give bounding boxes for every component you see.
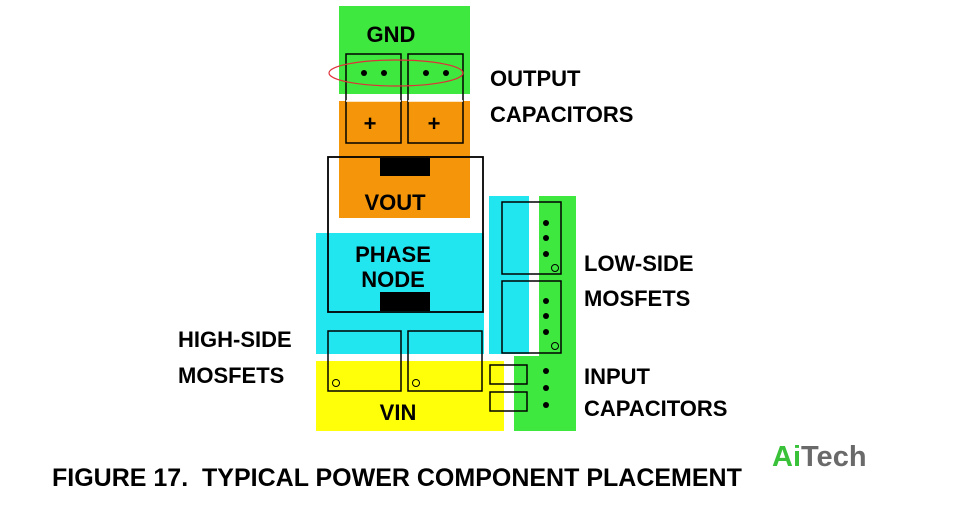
input-capacitor-2 [489,391,528,412]
vin-label: VIN [380,400,417,425]
high-side-mosfet-1 [327,330,402,392]
input-cap-pin [543,368,549,374]
vout-plane-top [339,101,470,156]
output-cap-1-positive-mark: + [364,111,377,136]
low-side-mosfet-pin [543,251,549,257]
output-cap-2-positive-mark: + [428,111,441,136]
output-capacitor-1 [345,53,402,144]
low-side-mosfet-pin [543,329,549,335]
low-side-mosfets-label-line2: MOSFETS [584,286,690,311]
input-capacitor-1 [489,364,528,385]
figure-caption: FIGURE 17. TYPICAL POWER COMPONENT PLACE… [52,464,742,492]
low-side-mosfet-pin [543,313,549,319]
high-side-mosfet-1-pin1-marker [332,379,340,387]
aitech-watermark: AiTech [772,441,867,473]
high-side-mosfet-2 [407,330,483,392]
high-side-mosfets-label-line2: MOSFETS [178,363,284,388]
output-capacitor-2 [407,53,464,144]
gnd-label: GND [367,22,416,47]
phase-node-label-line1: PHASE [355,242,431,267]
output-cap-pin [361,70,367,76]
output-cap-pin [443,70,449,76]
low-side-mosfet-1 [501,201,562,275]
output-capacitors-label-line2: CAPACITORS [490,102,633,127]
low-side-mosfet-1-pin1-marker [551,264,559,272]
input-capacitors-label-line1: INPUT [584,364,651,389]
low-side-mosfet-pin [543,220,549,226]
input-gnd-plane [514,356,576,431]
low-side-mosfet-2-pin1-marker [551,342,559,350]
high-side-mosfets-label-line1: HIGH-SIDE [178,327,292,352]
input-cap-pin [543,385,549,391]
phase-node-plane-right [489,196,529,354]
input-cap-pin [543,402,549,408]
input-capacitors-label-line2: CAPACITORS [584,396,727,421]
gnd-plane [339,6,470,94]
output-capacitors-label-line1: OUTPUT [490,66,581,91]
inductor-outline [327,156,484,313]
output-capacitor-highlight-ellipse [328,59,464,87]
vin-plane [316,361,504,431]
output-cap-pin [381,70,387,76]
aitech-watermark-tech: Tech [801,441,867,473]
output-cap-pin [423,70,429,76]
low-side-mosfet-pin [543,298,549,304]
low-side-mosfets-label-line1: LOW-SIDE [584,251,694,276]
inductor-top-pad [380,158,430,176]
vout-label: VOUT [364,190,426,215]
high-side-mosfet-2-pin1-marker [412,379,420,387]
inductor-bottom-pad [380,292,430,311]
low-side-mosfet-pin [543,235,549,241]
aitech-watermark-ai: Ai [772,441,801,473]
phase-node-label-line2: NODE [361,267,425,292]
low-side-mosfet-2 [501,280,562,354]
